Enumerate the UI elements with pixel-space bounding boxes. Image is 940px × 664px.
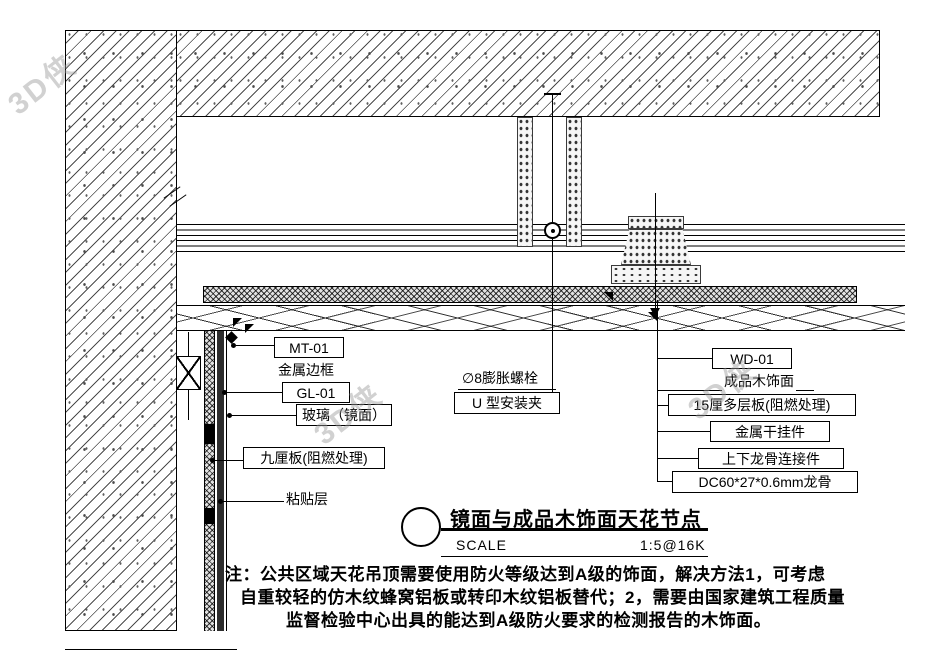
bolt-sleeve-right: [566, 117, 582, 247]
label-wood-finish: 成品木饰面: [722, 371, 796, 391]
mirror-face-line: [226, 331, 227, 631]
label-adhesive: 粘贴层: [284, 489, 330, 509]
leader-line: [458, 389, 556, 390]
hanger-body: [621, 229, 691, 265]
label-multi-board: 15厘多层板(阻燃处理): [668, 394, 856, 416]
bolt-head-circle: [544, 222, 561, 239]
label-keel-spec: DC60*27*0.6mm龙骨: [672, 471, 858, 493]
metal-frame-stem-top: [188, 332, 189, 356]
nine-board-strip: [204, 331, 215, 631]
ceiling-keel-lines-lower: [177, 240, 905, 252]
expansion-bolt-rod: [552, 93, 553, 392]
edge-trim-mark: [225, 331, 238, 344]
concrete-wall-hatch: [65, 30, 177, 631]
leader-line: [226, 392, 282, 393]
tick-mark: [604, 292, 613, 301]
leader-line: [222, 501, 284, 502]
detail-bubble-circle: [401, 507, 441, 547]
drawing-title: 镜面与成品木饰面天花节点: [450, 509, 702, 531]
bolt-sleeve-left: [517, 117, 533, 247]
label-wd01: WD-01: [712, 348, 792, 369]
scale-value: 1:5@16K: [640, 537, 706, 553]
note-line-2: 自重较轻的仿木纹蜂窝铝板或转印木纹铝板替代；2，需要由国家建筑工程质量: [240, 588, 845, 607]
scale-label: SCALE: [456, 537, 507, 553]
sheet-frame-line: [65, 649, 237, 650]
metal-frame-stem-bottom: [188, 390, 189, 420]
mirror-glass-strip: [217, 331, 224, 631]
label-expansion-bolt: ∅8膨胀螺栓: [460, 368, 540, 388]
concrete-slab-hatch: [177, 30, 880, 117]
leader-dot: [227, 413, 232, 418]
label-keel-connector: 上下龙骨连接件: [698, 448, 844, 469]
bolt-head-center: [550, 228, 555, 233]
plywood-board-band: [203, 286, 857, 303]
tick-mark: [245, 324, 254, 333]
label-u-clip: U 型安装夹: [454, 392, 560, 414]
hanger-top-plate: [628, 216, 684, 229]
title-underline-thick: [441, 528, 708, 531]
leader-line: [657, 358, 712, 359]
leader-dot: [222, 390, 227, 395]
hanger-bolt-line: [655, 193, 656, 311]
label-glass-mirror: 玻璃（镜面）: [296, 404, 392, 426]
fixing-clip-mark-2: [205, 508, 214, 524]
wood-finish-band: [177, 305, 905, 331]
leader-line: [657, 458, 698, 459]
metal-frame-section: [176, 356, 201, 390]
ceiling-keel-lines-upper: [177, 224, 905, 236]
leader-line: [231, 415, 296, 416]
label-nine-board: 九厘板(阻燃处理): [243, 447, 385, 469]
leader-line: [657, 300, 658, 482]
tick-mark: [648, 312, 657, 321]
label-metal-frame: 金属边框: [276, 360, 336, 380]
fixing-clip-mark-1: [205, 424, 214, 444]
leader-line: [214, 460, 243, 461]
note-line-3: 监督检验中心出具的能达到A级防火要求的检测报告的木饰面。: [286, 611, 772, 630]
leader-line: [657, 431, 710, 432]
label-gl01: GL-01: [282, 382, 350, 403]
leader-line: [236, 345, 274, 346]
tick-mark: [233, 318, 242, 327]
label-mt01: MT-01: [274, 337, 344, 358]
hanger-base-plate: [611, 265, 701, 284]
title-underline-thin: [441, 556, 708, 557]
leader-dot: [210, 458, 215, 463]
leader-dot: [218, 499, 223, 504]
leader-line: [657, 405, 668, 406]
leader-dot: [231, 343, 236, 348]
note-line-1: 注：公共区域天花吊顶需要使用防火等级达到A级的饰面，解决方法1，可考虑: [225, 565, 826, 584]
label-metal-hanger: 金属干挂件: [710, 421, 830, 442]
leader-line: [657, 481, 672, 482]
